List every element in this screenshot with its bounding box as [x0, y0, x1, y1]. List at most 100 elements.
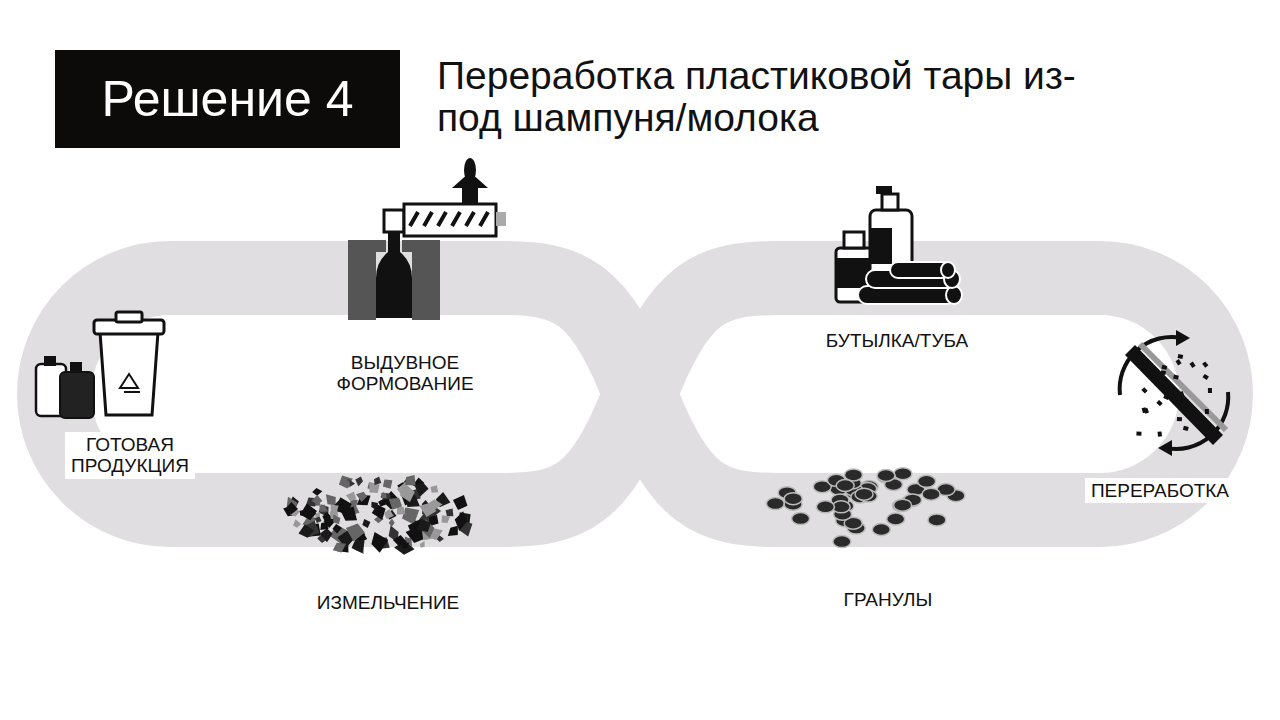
- pellets-pile: [766, 468, 965, 548]
- recycle-bit: [1156, 400, 1162, 406]
- flake: [319, 504, 327, 511]
- flake: [352, 540, 365, 553]
- flake: [397, 507, 405, 515]
- stage-label: ПЕРЕРАБОТКА: [1085, 478, 1235, 503]
- stage-label: ВЫДУВНОЕ ФОРМОВАНИЕ: [331, 350, 480, 397]
- flake: [384, 509, 394, 519]
- stage-label: БУТЫЛКА/ТУБА: [820, 328, 974, 353]
- flake: [320, 528, 333, 542]
- flake: [312, 488, 322, 496]
- flake: [341, 507, 357, 521]
- recycle-bit: [1162, 365, 1168, 370]
- flake: [393, 535, 407, 546]
- recycle-bit: [1142, 407, 1147, 413]
- pellet: [792, 513, 810, 525]
- stage-label: ГРАНУЛЫ: [838, 587, 939, 612]
- recycle-bit: [1178, 354, 1184, 359]
- recycle-bit: [1176, 359, 1182, 365]
- pellet: [877, 470, 895, 482]
- flake: [371, 532, 388, 553]
- flake: [389, 519, 395, 527]
- recycle-bit: [1159, 384, 1165, 390]
- pellet: [855, 488, 873, 500]
- flakes-pile: [283, 475, 472, 555]
- pellet: [928, 514, 946, 526]
- pellet: [816, 501, 834, 513]
- recycle-bit: [1176, 400, 1182, 405]
- flake: [333, 543, 346, 553]
- flake: [374, 476, 381, 485]
- pellet: [894, 499, 912, 511]
- recycle-bit: [1183, 403, 1189, 408]
- recycle-bit: [1141, 387, 1147, 393]
- flake: [389, 498, 402, 510]
- flake: [448, 526, 458, 536]
- recycle-bit: [1166, 388, 1172, 394]
- flake: [315, 516, 322, 523]
- recycle-bit: [1163, 394, 1169, 400]
- flake: [342, 481, 350, 488]
- flake: [430, 485, 438, 493]
- flake: [420, 541, 425, 548]
- flake: [415, 482, 429, 497]
- flake: [405, 475, 415, 486]
- flake: [442, 515, 451, 523]
- pellet: [894, 468, 912, 480]
- pellet: [766, 498, 784, 510]
- flake: [346, 524, 365, 542]
- flake: [426, 499, 442, 509]
- pellet: [887, 513, 905, 525]
- flake: [446, 508, 454, 516]
- bin-icon: [36, 312, 164, 418]
- flake: [355, 476, 363, 486]
- pellet: [836, 480, 854, 492]
- flake: [381, 493, 386, 498]
- flake: [453, 495, 468, 510]
- flake: [383, 480, 393, 489]
- recycle-bit: [1205, 409, 1209, 414]
- flake: [346, 492, 356, 502]
- pellet: [922, 488, 940, 500]
- flake: [371, 502, 378, 510]
- pellet: [784, 493, 802, 505]
- solution-label: Решение 4: [102, 72, 354, 127]
- flake: [400, 484, 415, 502]
- flake: [333, 524, 343, 534]
- flake: [331, 505, 339, 512]
- recycle-bit: [1189, 362, 1195, 368]
- solution-box: Решение 4: [55, 50, 400, 148]
- recycle-bit: [1158, 431, 1163, 436]
- stage-label: ИЗМЕЛЬЧЕНИЕ: [311, 590, 465, 615]
- heading: Переработка пластиковой тары из-под шамп…: [437, 55, 1137, 139]
- flake: [300, 504, 317, 521]
- recycle-bit: [1160, 370, 1166, 375]
- flake: [299, 524, 315, 537]
- recycle-bit: [1173, 375, 1179, 380]
- pellet: [833, 536, 851, 548]
- recycle-bit: [1183, 399, 1188, 403]
- infinity-band: [54, 278, 1216, 510]
- recycle-bit: [1183, 426, 1189, 431]
- recycle-bit: [1202, 361, 1208, 367]
- blow-molding-icon: [348, 158, 506, 320]
- flake: [312, 495, 323, 505]
- recycle-bit: [1136, 432, 1141, 436]
- flake: [356, 492, 367, 502]
- bottle-tube-icon: [836, 186, 962, 304]
- flake: [320, 522, 328, 530]
- pellet: [872, 524, 890, 536]
- recycle-bit: [1203, 374, 1209, 380]
- recycling-icon: [1120, 330, 1229, 456]
- flake: [333, 515, 340, 525]
- flake: [417, 519, 431, 532]
- pellet: [918, 475, 936, 487]
- recycle-bit: [1177, 417, 1182, 421]
- recycle-bit: [1208, 388, 1212, 393]
- flake: [455, 511, 467, 531]
- flake: [285, 502, 298, 514]
- flake: [326, 494, 336, 505]
- recycle-bit: [1179, 391, 1184, 397]
- flake: [293, 519, 301, 528]
- flake: [362, 519, 370, 528]
- stage-label: ГОТОВАЯ ПРОДУКЦИЯ: [65, 432, 195, 479]
